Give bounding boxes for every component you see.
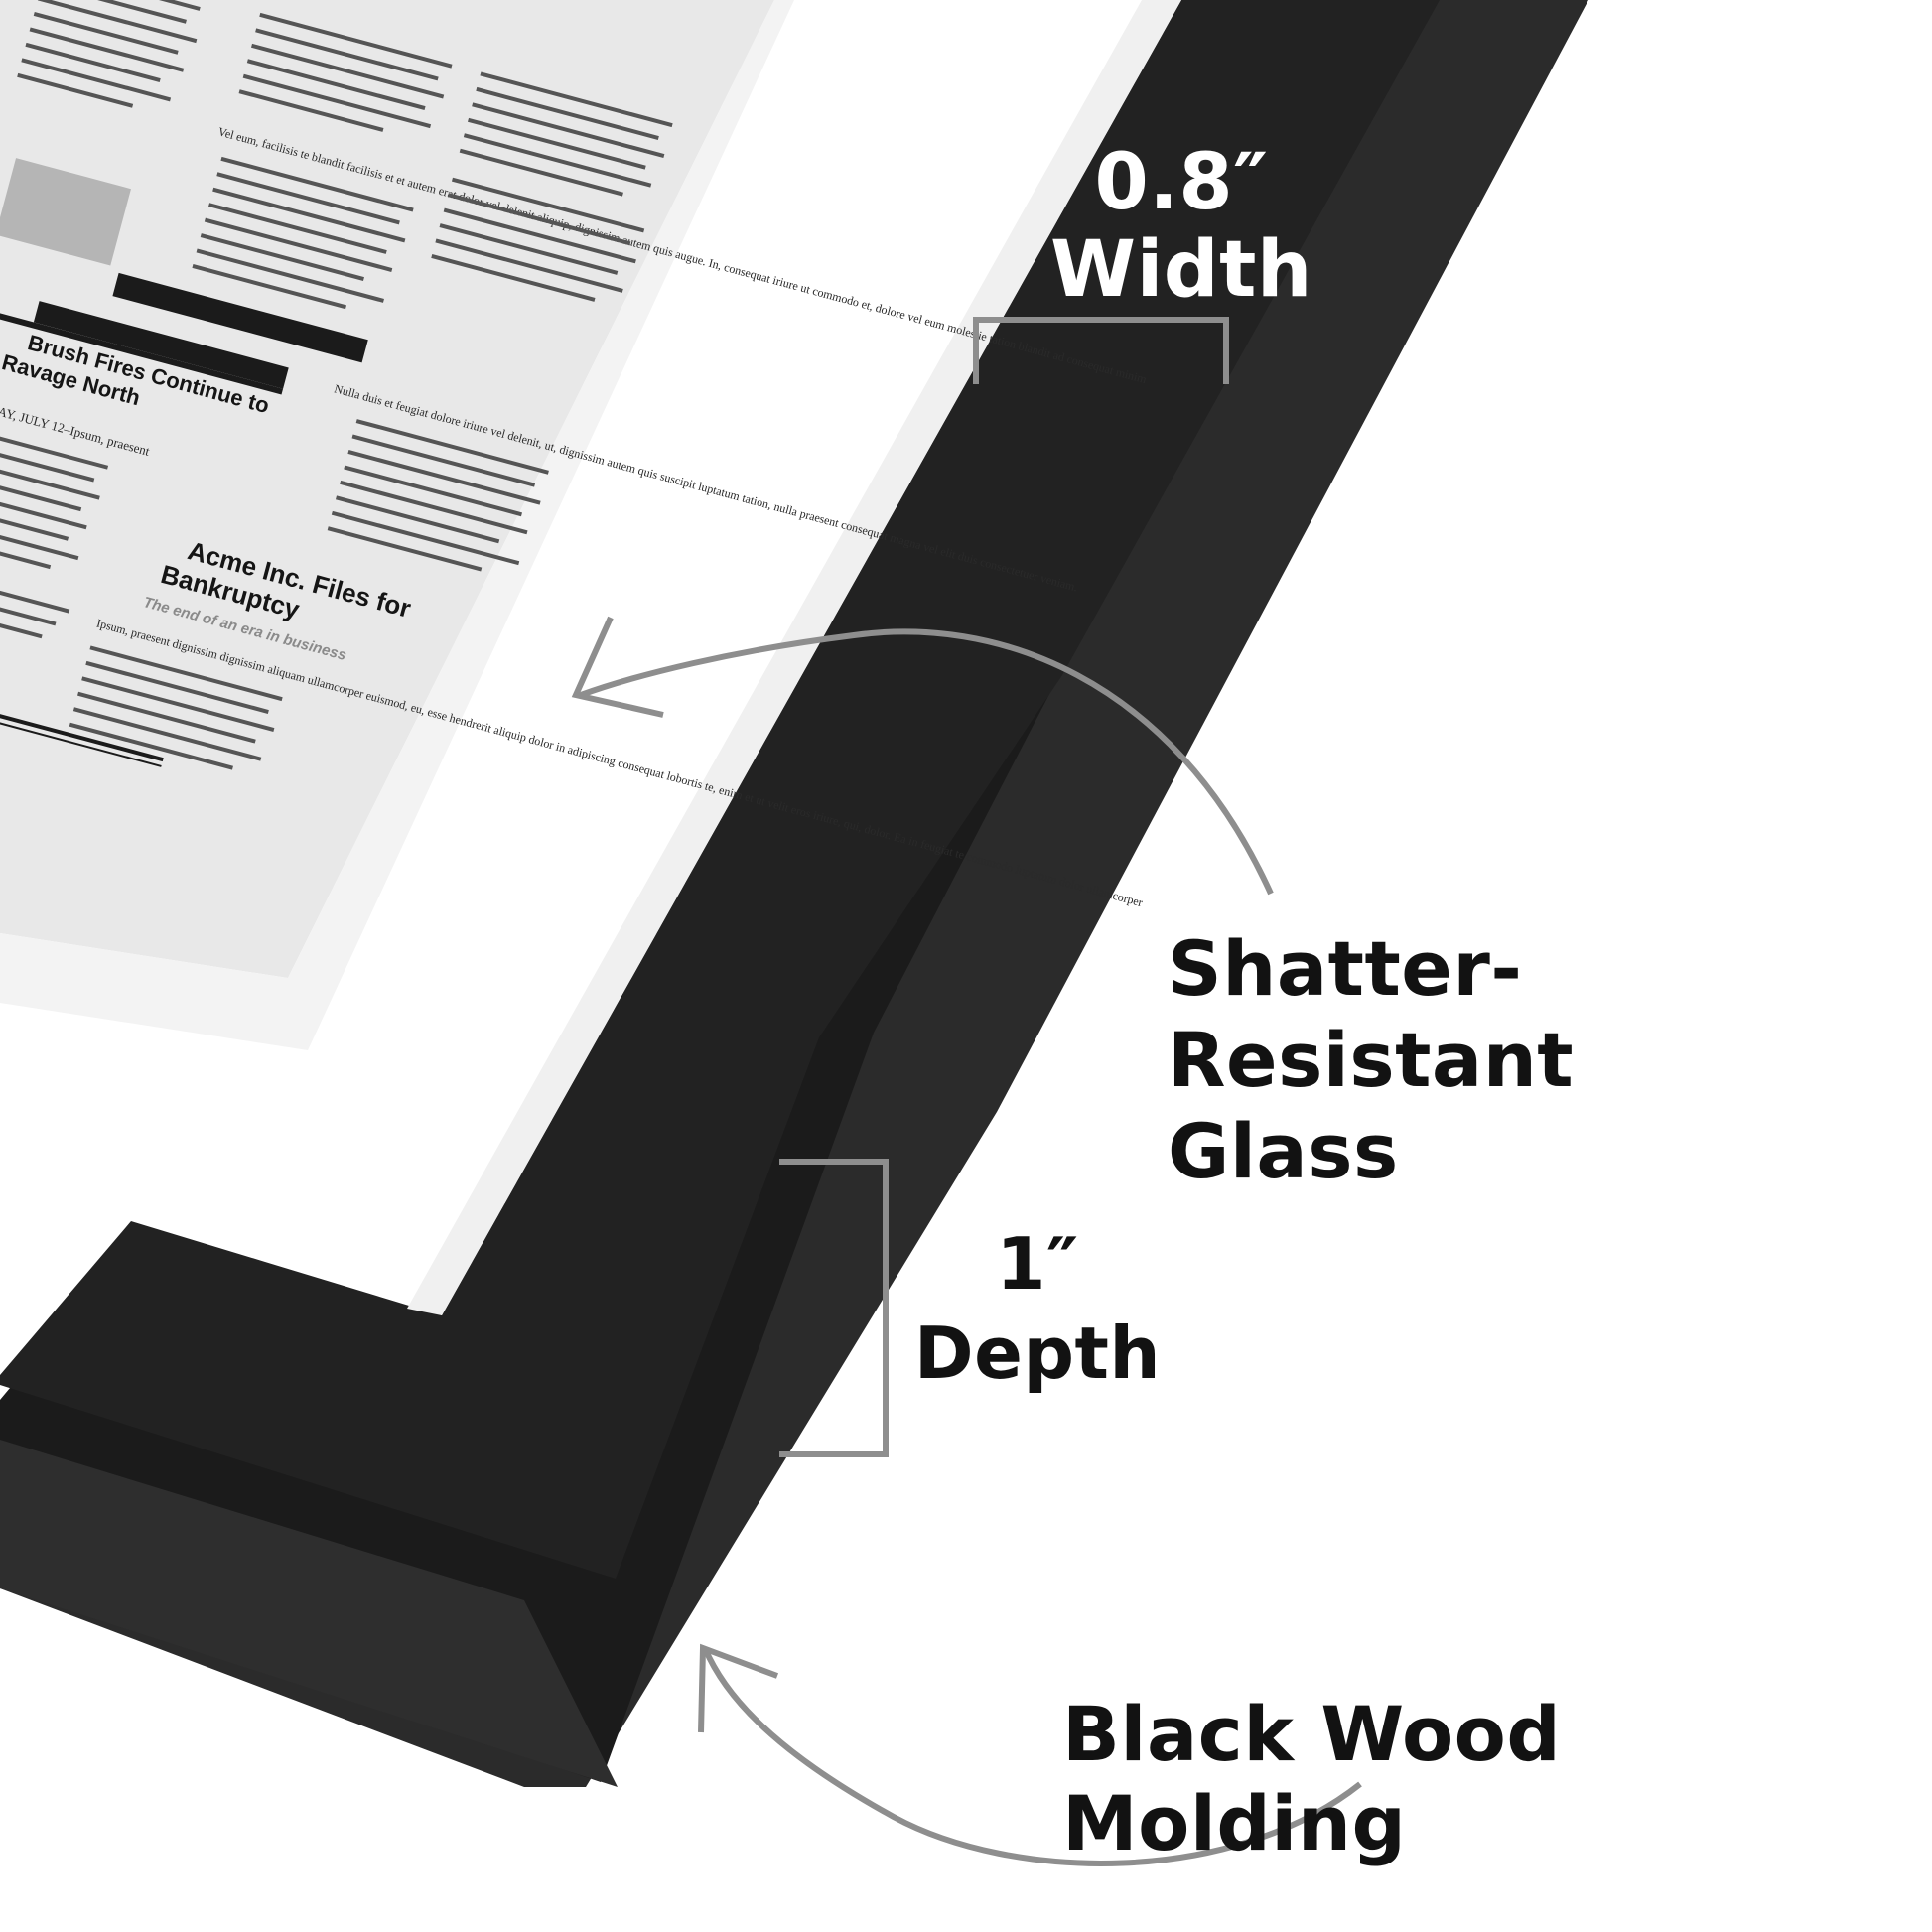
depth-label: Depth: [913, 1311, 1162, 1395]
molding-arrow-head: [698, 1643, 779, 1733]
mat-shadow: [407, 0, 1181, 1315]
molding-label: Black Wood Molding: [1062, 1690, 1562, 1867]
glass-arrow-head: [571, 616, 664, 718]
glass-label-line1: Shatter-Resistant: [1168, 924, 1575, 1104]
newspaper-gray-box: [0, 158, 131, 266]
newspaper-bar-1: [112, 272, 368, 363]
newspaper-print: [0, 0, 774, 978]
frame-bottom-bevel: [0, 1440, 618, 1787]
newspaper-shadow: [0, 0, 794, 1050]
depth-callout: 1″ Depth: [889, 1219, 1186, 1398]
newspaper-bottom-rule-2: [0, 688, 162, 767]
newspaper-bottom-rule: [0, 680, 164, 762]
newspaper-rule: [0, 312, 284, 395]
depth-bracket: [779, 1159, 889, 1457]
width-bracket: [973, 317, 1229, 384]
molding-arrow-arc: [702, 1646, 1362, 1866]
molding-callout: Black Wood Molding: [1062, 1690, 1876, 1868]
glass-label-line2: Glass: [1168, 1107, 1399, 1195]
newspaper-text-lines: [0, 0, 673, 770]
width-callout: 0.8″ Width: [1033, 139, 1330, 314]
width-label: Width: [1050, 225, 1312, 315]
newspaper-bar-2: [33, 301, 289, 389]
depth-value: 1″: [996, 1222, 1079, 1306]
width-value: 0.8″: [1094, 138, 1269, 227]
glass-callout: Shatter-Resistant Glass: [1168, 923, 1863, 1197]
glass-arrow-arc: [579, 628, 1274, 896]
